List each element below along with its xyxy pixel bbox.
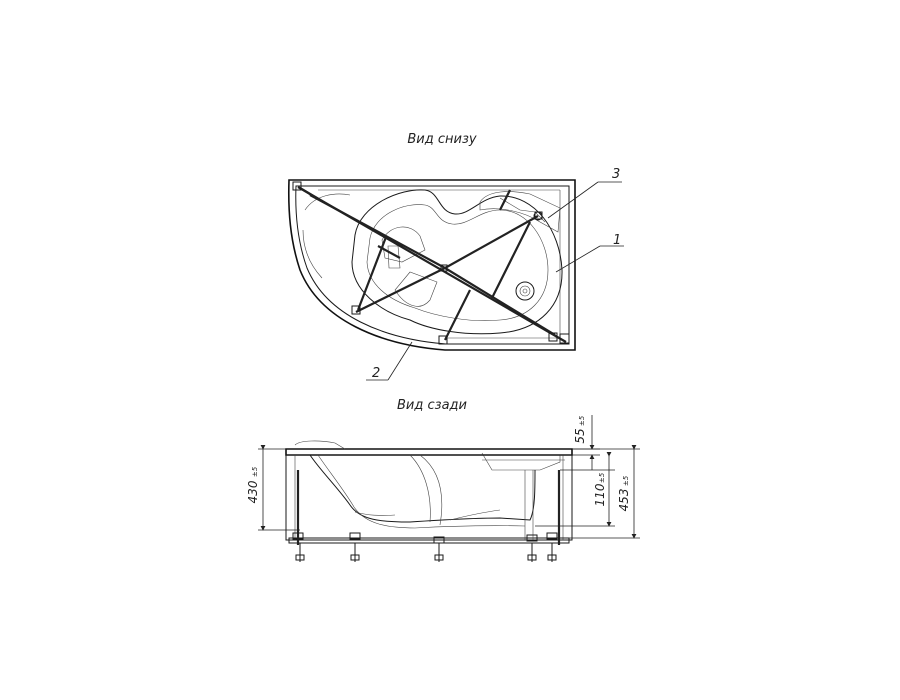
- foot-4: [548, 332, 558, 342]
- svg-text:±5: ±5: [622, 475, 630, 486]
- tub-bowl: [351, 189, 563, 335]
- dim-453: 453: [617, 489, 631, 512]
- rear-apron: [285, 454, 573, 541]
- frame-bar-2: [355, 267, 446, 313]
- foot-2: [351, 305, 361, 315]
- svg-text:±5: ±5: [578, 415, 586, 426]
- callout-1: 1: [613, 233, 621, 248]
- foot-3: [438, 335, 448, 345]
- foot-1: [292, 181, 302, 191]
- svg-text:±5: ±5: [598, 472, 606, 483]
- rear-view: 430 ±5 55 ±5 110 ±5 453 ±5: [246, 415, 640, 562]
- drain-outer: [515, 281, 535, 301]
- drain-inner: [519, 285, 531, 297]
- frame-leg-front: [444, 289, 471, 341]
- callout-3: 3: [612, 167, 620, 182]
- dim-55: 55: [573, 428, 587, 443]
- frame-bar-1: [309, 194, 446, 269]
- frame-leg-left: [356, 236, 388, 311]
- rear-view-title: Вид сзади: [397, 398, 467, 413]
- tub-outer-rim: [287, 179, 576, 351]
- svg-text:±5: ±5: [251, 466, 259, 477]
- callout-2: 2: [372, 366, 380, 381]
- tub-inner-rim: [295, 185, 570, 345]
- bottom-view: 3 1 2: [287, 167, 624, 381]
- rear-bowl-profile: [309, 454, 536, 523]
- dim-430: 430: [246, 480, 260, 503]
- rear-rim: [285, 448, 573, 456]
- dim-110: 110: [593, 483, 607, 506]
- foot-5: [559, 333, 570, 344]
- frame-leg-right: [491, 221, 531, 299]
- rear-frame-base: [288, 537, 570, 544]
- rear-legs: [292, 532, 558, 562]
- bottom-view-title: Вид снизу: [407, 132, 476, 147]
